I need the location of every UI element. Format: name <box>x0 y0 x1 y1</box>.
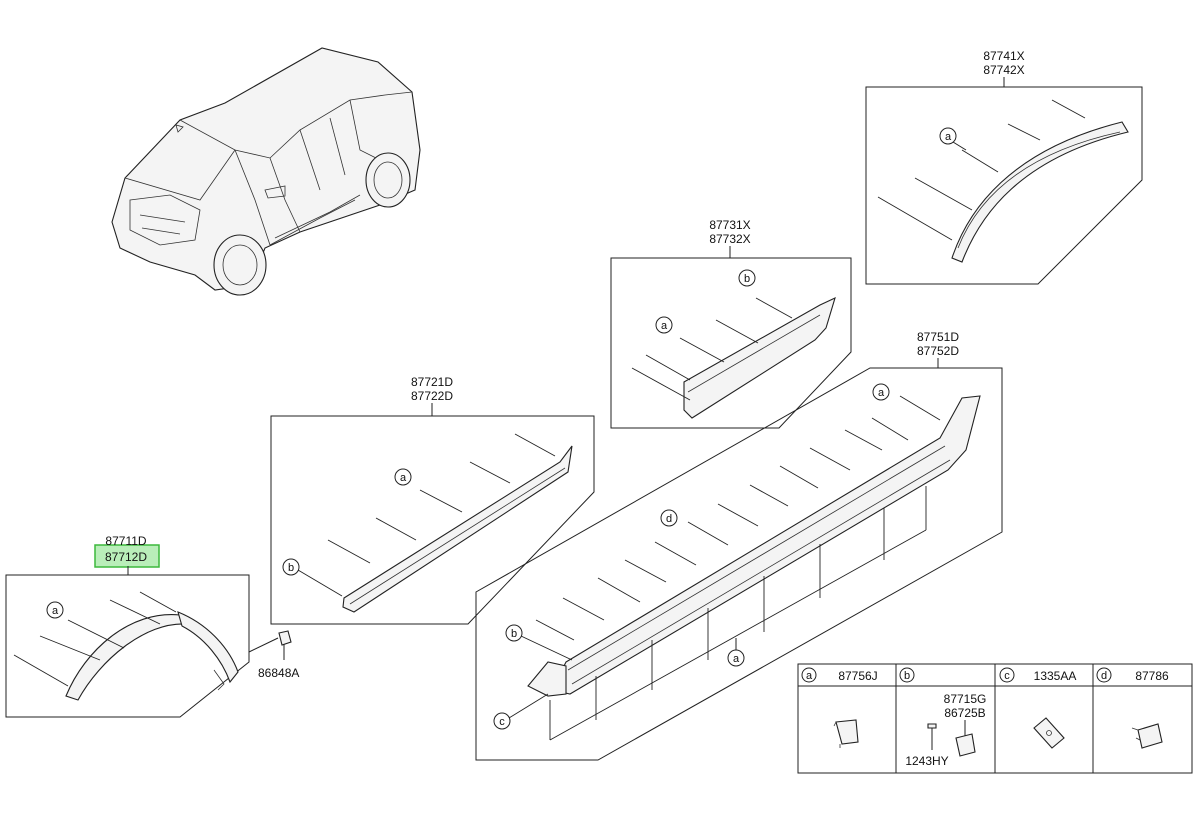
callout-a <box>655 316 673 334</box>
part-number-87721D: 87721D <box>411 375 453 389</box>
vehicle-illustration <box>111 47 421 296</box>
part-number-87722D: 87722D <box>411 389 453 403</box>
svg-text:a: a <box>661 320 668 332</box>
part-number-87742X: 87742X <box>983 63 1024 77</box>
bracket-icon <box>1033 717 1065 749</box>
callout-b <box>505 624 523 642</box>
svg-text:a: a <box>400 472 407 484</box>
fastener-legend: a 87756J b 87715G 86725B 1243HY c 1335AA… <box>797 663 1193 774</box>
clip-86848A: 86848A <box>248 630 299 680</box>
rear-arch-molding <box>951 121 1129 263</box>
legend-cell-c: c 1335AA <box>999 667 1077 749</box>
callout-b <box>738 269 756 287</box>
legend-pn-87756J: 87756J <box>838 669 877 683</box>
part-number-87711D: 87711D <box>105 534 146 548</box>
clip-icon <box>1137 723 1163 749</box>
svg-text:b: b <box>511 628 517 640</box>
svg-text:a: a <box>945 131 952 143</box>
rear-arch-group: 87741X 87742X a <box>865 49 1143 285</box>
clip-icon <box>835 719 859 745</box>
part-number-87712D: 87712D <box>105 550 147 564</box>
legend-pn-86725B: 86725B <box>944 706 985 720</box>
part-number-87751D: 87751D <box>917 330 959 344</box>
svg-text:a: a <box>806 670 813 682</box>
part-number-86848A: 86848A <box>258 666 299 680</box>
side-sill-box <box>475 367 1003 761</box>
part-number-87731X: 87731X <box>709 218 750 232</box>
rear-arch-box <box>865 86 1143 285</box>
svg-text:c: c <box>499 716 505 728</box>
svg-text:a: a <box>52 605 59 617</box>
legend-cell-d: d 87786 <box>1096 667 1169 749</box>
legend-cell-a: a 87756J <box>801 667 878 748</box>
front-door-group: 87731X 87732X a b <box>610 218 852 429</box>
front-arch-molding <box>65 614 188 701</box>
legend-cell-b: b 87715G 86725B 1243HY <box>899 667 987 768</box>
front-door-molding <box>683 296 836 419</box>
part-number-87741X: 87741X <box>983 49 1024 63</box>
callout-b <box>282 558 300 576</box>
callout-a <box>394 468 412 486</box>
svg-text:a: a <box>733 653 740 665</box>
callout-a <box>939 127 957 145</box>
svg-text:d: d <box>1101 670 1107 682</box>
callout-a <box>46 601 64 619</box>
legend-pn-1243HY: 1243HY <box>905 754 948 768</box>
svg-text:d: d <box>666 513 672 525</box>
front-arch-group: 87711D 87712D a <box>5 534 250 718</box>
side-sill-molding <box>551 395 981 695</box>
highlight-87712D <box>94 544 160 568</box>
part-number-87752D: 87752D <box>917 344 959 358</box>
legend-pn-87715G: 87715G <box>944 692 987 706</box>
front-arch-box <box>5 574 250 718</box>
callout-a <box>872 383 890 401</box>
side-sill-group: 87751D 87752D <box>475 330 1003 761</box>
callout-c <box>493 712 511 730</box>
svg-text:a: a <box>878 387 885 399</box>
front-door-box <box>610 257 852 429</box>
legend-pn-1335AA: 1335AA <box>1034 669 1077 683</box>
legend-pn-87786: 87786 <box>1135 669 1169 683</box>
front-molding-box <box>270 415 595 625</box>
front-molding-group: 87721D 87722D a b <box>270 375 595 625</box>
nut-icon <box>955 733 976 757</box>
svg-text:b: b <box>744 273 750 285</box>
svg-text:b: b <box>288 562 294 574</box>
callout-d <box>660 509 678 527</box>
part-number-87732X: 87732X <box>709 232 750 246</box>
svg-text:b: b <box>904 670 910 682</box>
front-molding-bar <box>342 445 573 613</box>
svg-text:c: c <box>1004 670 1010 682</box>
screw-icon <box>927 723 937 729</box>
